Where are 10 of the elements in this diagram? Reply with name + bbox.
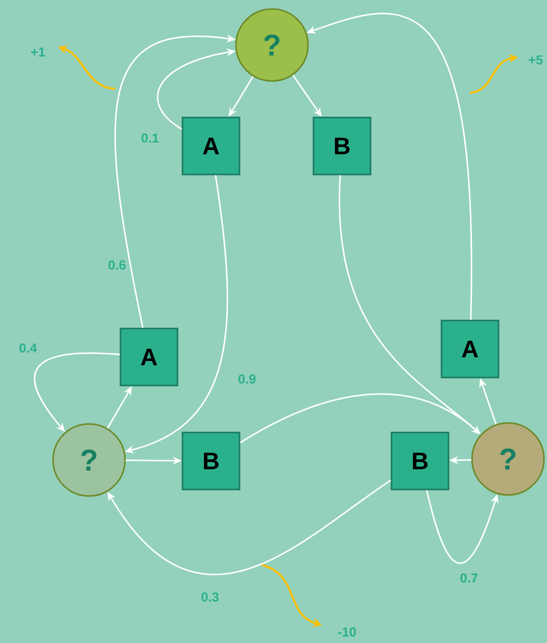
action-box: B [390,432,450,490]
action-box: A [440,320,500,378]
reward-label: -10 [338,627,356,637]
reward-label: +5 [528,55,543,65]
action-box: A [120,328,178,386]
action-box: B [182,432,240,490]
arrow [108,480,392,575]
action-box: B [312,116,372,176]
action-box: A [182,116,240,176]
reward-label: +1 [31,48,46,56]
